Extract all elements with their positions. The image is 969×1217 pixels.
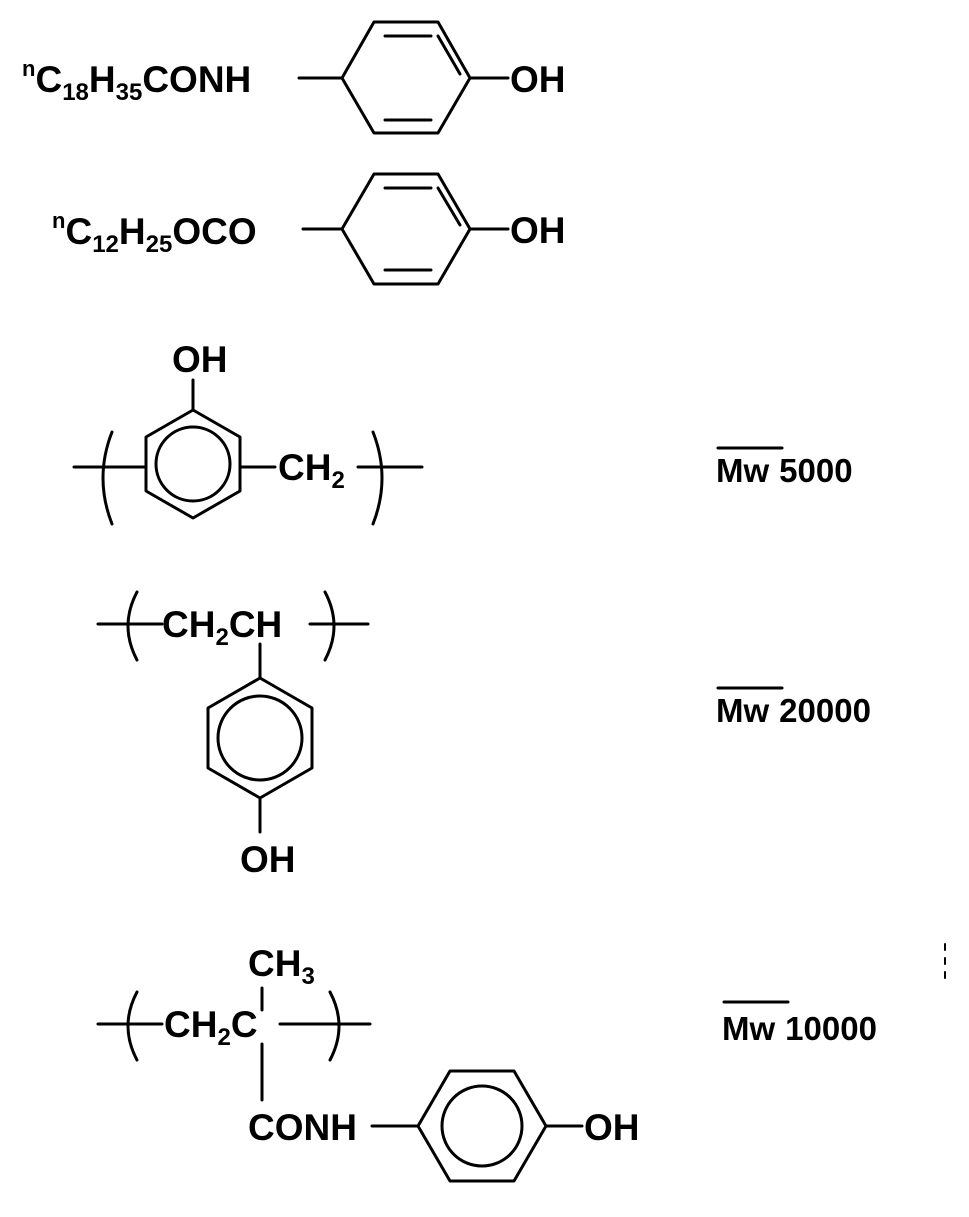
- compound-3-novolak-polymer: OH CH2 Mw 5000: [74, 339, 853, 524]
- compound-4-aromatic-circle: [218, 696, 302, 780]
- compound-2-hydrogen: H: [119, 211, 146, 252]
- compound-1-carbon-count: 18: [62, 79, 89, 106]
- compound-3-hydroxyl: OH: [172, 339, 228, 380]
- compound-4-backbone-sub: 2: [215, 624, 228, 651]
- compound-5-polymethacrylamide: CH3 CH2C CONH OH Mw10000: [98, 943, 877, 1181]
- compound-2-carbon: C: [65, 211, 92, 252]
- compound-5-mw-label: Mw 10000: [722, 1010, 877, 1047]
- compound-5-methyl-ch: CH: [248, 943, 301, 984]
- compound-1-linker: CONH: [142, 59, 251, 100]
- compound-5-amide: CONH: [248, 1107, 357, 1148]
- compound-1-hydrogen-count: 35: [116, 79, 143, 106]
- compound-3-aromatic-circle: [156, 427, 230, 501]
- compound-3-right-bracket: [373, 432, 382, 524]
- compound-5-backbone-ch2: CH: [164, 1004, 217, 1045]
- compound-3-methylene-sub: 2: [331, 467, 344, 494]
- compound-1-benzene-ring: [342, 22, 470, 133]
- compound-5-methyl: CH3: [248, 943, 315, 990]
- compound-4-backbone-ch: CH: [229, 604, 282, 645]
- compound-5-mw-symbol: Mw: [722, 1010, 775, 1047]
- compound-3-methylene-ch: CH: [278, 447, 331, 488]
- compound-3-mw-label: Mw 5000: [716, 452, 853, 489]
- compound-2-carbon-count: 12: [92, 231, 119, 258]
- compound-2-prefix: n: [52, 208, 65, 233]
- compound-5-mw-value: 10000: [785, 1010, 877, 1047]
- compound-1-formula: nC18H35CONH: [22, 56, 251, 106]
- compound-2-benzene-ring: [342, 174, 470, 284]
- compound-5-hydroxyl: OH: [584, 1107, 640, 1148]
- compound-2-linker: OCO: [172, 211, 256, 252]
- compound-1-prefix: n: [22, 56, 35, 81]
- compound-4-right-bracket: [325, 592, 334, 660]
- compound-2-hydrogen-count: 25: [146, 231, 173, 258]
- compound-5-left-bracket: [128, 992, 137, 1060]
- compound-2-formula: nC12H25OCO: [52, 208, 257, 258]
- compound-5-methyl-sub: 3: [301, 963, 314, 990]
- compound-5-backbone-sub: 2: [217, 1024, 230, 1051]
- compound-2-dodecyl-carbonate-phenol: nC12H25OCO OH: [52, 174, 566, 284]
- compound-2-hydroxyl: OH: [510, 210, 566, 251]
- compound-1-hydrogen: H: [89, 59, 116, 100]
- compound-5-right-bracket: [330, 992, 339, 1060]
- compound-5-backbone: CH2C: [164, 1004, 258, 1051]
- compound-1-carbon: C: [35, 59, 62, 100]
- compound-5-aromatic-circle: [442, 1086, 522, 1166]
- compound-1-stearamide-phenol: nC18H35CONH OH: [22, 22, 566, 133]
- compound-1-hydroxyl: OH: [510, 59, 566, 100]
- compound-4-hydroxyl: OH: [240, 839, 296, 880]
- compound-3-methylene: CH2: [278, 447, 345, 494]
- compound-4-left-bracket: [128, 592, 137, 660]
- compound-4-polyhydroxystyrene: CH2CH OH Mw 20000: [98, 592, 871, 880]
- compound-5-backbone-c: C: [231, 1004, 258, 1045]
- compound-4-mw-value: 20000: [779, 692, 871, 729]
- compound-4-mw-symbol: Mw: [716, 692, 769, 729]
- compound-3-left-bracket: [103, 432, 112, 524]
- compound-4-mw-label: Mw 20000: [716, 692, 871, 729]
- compound-3-mw-symbol: Mw: [716, 452, 769, 489]
- compound-3-mw-value: 5000: [779, 452, 852, 489]
- compound-4-backbone-ch2: CH: [162, 604, 215, 645]
- compound-4-backbone: CH2CH: [162, 604, 282, 651]
